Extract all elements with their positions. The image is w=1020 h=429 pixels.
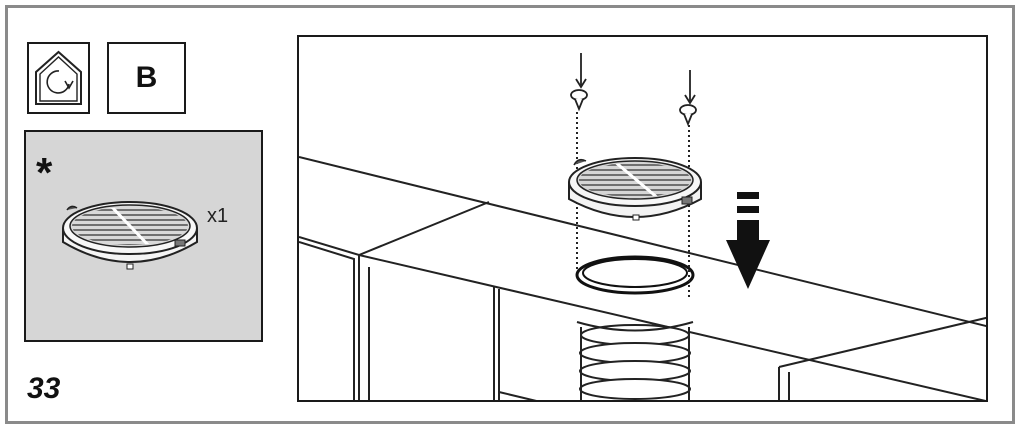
variant-label: B [135, 61, 158, 94]
variant-box: B [107, 42, 186, 114]
flexible-duct-icon [579, 324, 691, 400]
optional-accessory-mark: * [36, 149, 53, 196]
installation-illustration [297, 35, 988, 402]
carbon-filter-icon [568, 157, 702, 221]
screw-icon [570, 53, 588, 112]
recirculation-mode-box [27, 42, 90, 114]
carbon-filter-icon [62, 201, 198, 270]
quantity-label: x1 [207, 205, 229, 227]
mounting-ring [575, 255, 695, 295]
screw-icon [679, 70, 697, 127]
alignment-guides [576, 112, 690, 299]
down-arrow-icon [726, 192, 770, 289]
recirculation-house-icon [35, 50, 82, 105]
step-number: 33 [27, 372, 61, 405]
cabinet-outline [299, 156, 986, 400]
